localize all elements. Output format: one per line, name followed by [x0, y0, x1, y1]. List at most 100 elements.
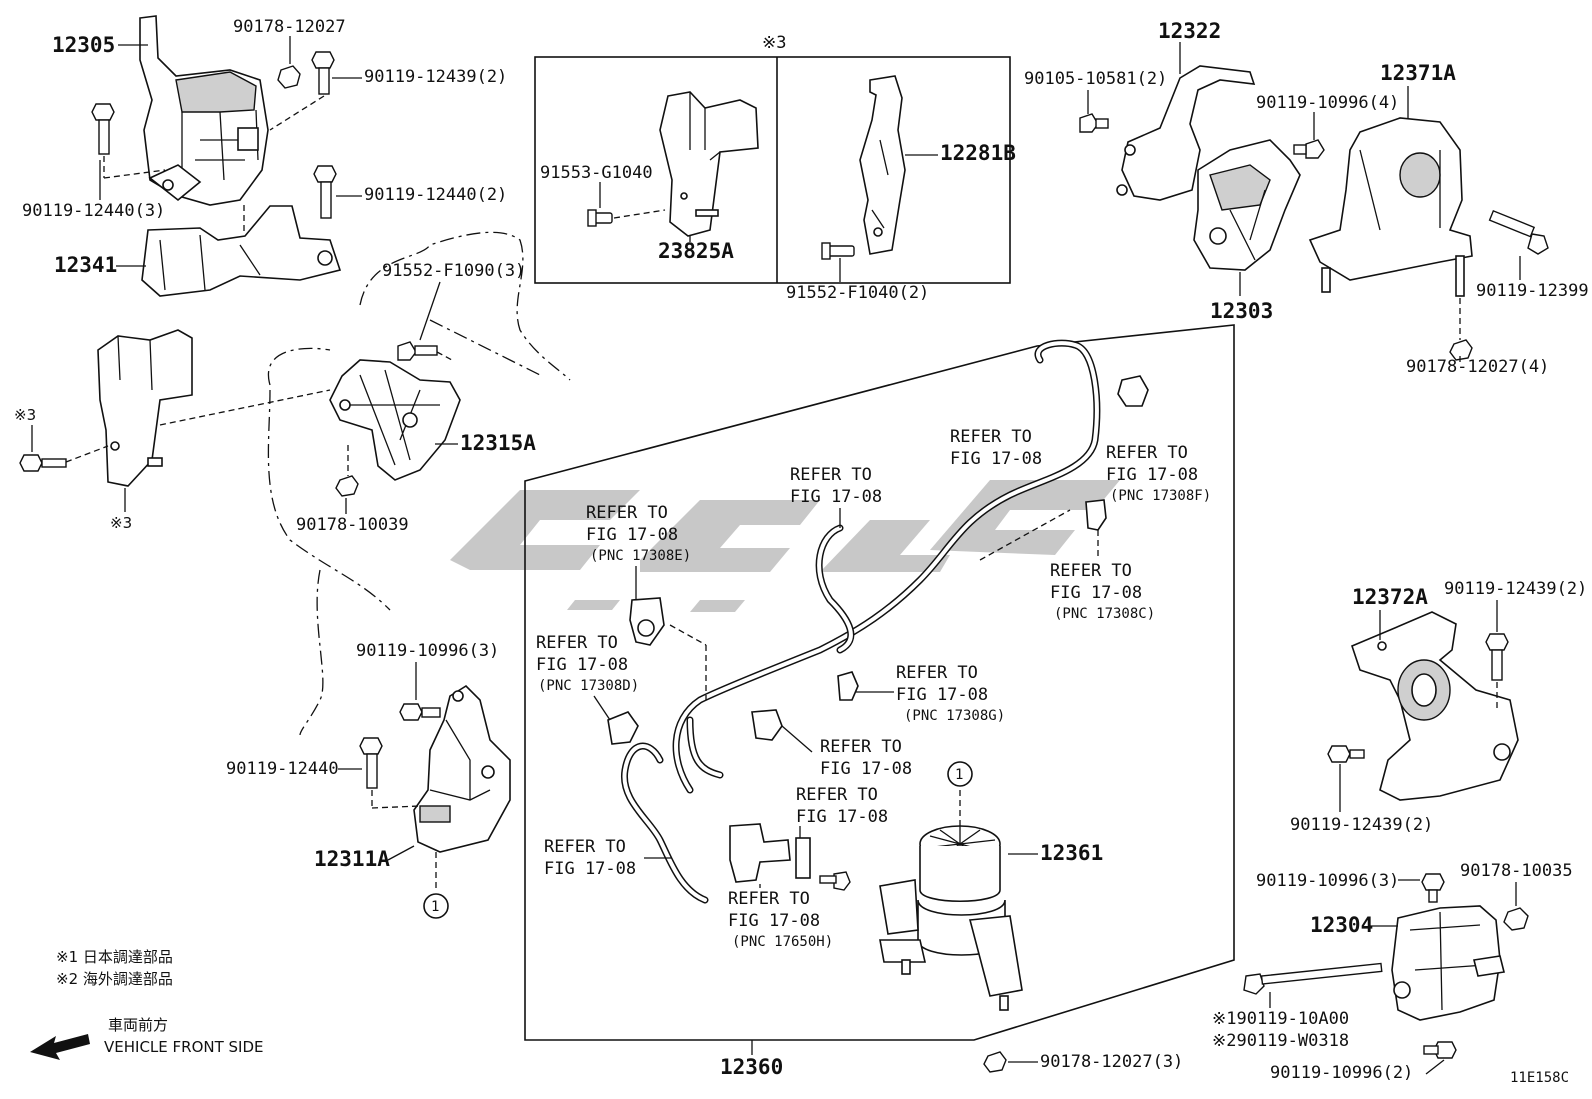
label-12361: 12361 [1040, 841, 1103, 865]
bolt-90119-12440-left[interactable] [359, 737, 383, 789]
svg-text:REFER TO: REFER TO [790, 465, 872, 485]
label-90119-12439-2-top: 90119-12439(2) [364, 67, 507, 87]
assembly-12360-frame [524, 324, 1235, 1041]
label-90119-10996-3-left: 90119-10996(3) [356, 641, 499, 661]
svg-text:(PNC 17308F): (PNC 17308F) [1110, 488, 1211, 504]
bolt-long-190119[interactable] [1243, 962, 1383, 995]
nut-90178-12027-4[interactable] [1449, 339, 1473, 361]
label-note3-left-bottom: ※3 [110, 514, 132, 532]
refer-label-17308d[interactable]: REFER TO FIG 17-08 (PNC 17308D) [536, 633, 639, 694]
part-12361-active-mount[interactable] [879, 825, 1023, 1011]
svg-text:REFER TO: REFER TO [544, 837, 626, 857]
refer-label-hose-left[interactable]: REFER TO FIG 17-08 [544, 837, 636, 879]
nut-90178-10035[interactable] [1503, 907, 1529, 931]
phantom-left-outline [267, 347, 391, 611]
bolt-90119-12440-2[interactable] [313, 165, 337, 219]
svg-text:FIG 17-08: FIG 17-08 [1106, 465, 1198, 485]
clip-17308g[interactable] [837, 671, 859, 701]
bolt-91553-g1040[interactable] [587, 209, 666, 227]
clip-17308c[interactable] [1085, 499, 1107, 531]
diagram-code: 11E158C [1510, 1070, 1569, 1086]
label-190119-10a00: ※190119-10A00 [1212, 1009, 1349, 1029]
label-90178-10039: 90178-10039 [296, 515, 409, 535]
vacuum-hose-assembly[interactable] [621, 339, 1101, 904]
vsv-17650h[interactable] [729, 823, 811, 883]
clip-17308d[interactable] [607, 711, 639, 745]
bolt-note3-left[interactable] [19, 454, 67, 472]
bolt-90119-12439-top[interactable] [311, 51, 335, 95]
label-12303: 12303 [1210, 299, 1273, 323]
label-12304: 12304 [1310, 913, 1373, 937]
svg-text:REFER TO: REFER TO [896, 663, 978, 683]
label-90178-12027-top: 90178-12027 [233, 17, 346, 37]
phantom-engine-outline [359, 231, 571, 381]
svg-text:FIG 17-08: FIG 17-08 [796, 807, 888, 827]
part-12372a-mount[interactable] [1351, 611, 1519, 801]
refer-label-17308e[interactable]: REFER TO FIG 17-08 (PNC 17308E) [586, 503, 691, 564]
refer-label-17308f[interactable]: REFER TO FIG 17-08 (PNC 17308F) [1106, 443, 1211, 504]
label-note3-left: ※3 [14, 406, 36, 424]
bolt-90119-12439-right-bot[interactable] [1327, 745, 1365, 763]
refer-label-hose-right[interactable]: REFER TO FIG 17-08 [950, 427, 1042, 469]
svg-text:(PNC 17308E): (PNC 17308E) [590, 548, 691, 564]
refer-label-17308g[interactable]: REFER TO FIG 17-08 (PNC 17308G) [896, 663, 1005, 724]
nut-90178-12027-3[interactable] [983, 1051, 1007, 1073]
callout-circle-1-center: 1 [947, 761, 973, 787]
bolt-90119-10996-left[interactable] [399, 703, 441, 721]
clip-center-left[interactable] [751, 709, 783, 741]
bolt-90119-10996-3-right[interactable] [1421, 873, 1445, 903]
label-12372a: 12372A [1352, 585, 1428, 609]
nut-90178-10039[interactable] [335, 475, 359, 497]
part-left-bracket-note3[interactable] [97, 329, 193, 487]
svg-text:FIG 17-08: FIG 17-08 [820, 759, 912, 779]
svg-text:REFER TO: REFER TO [728, 889, 810, 909]
label-90119-12439-2-right-bot: 90119-12439(2) [1290, 815, 1433, 835]
part-12315a-bracket[interactable] [329, 359, 461, 481]
label-91552-f1040-2: 91552-F1040(2) [786, 283, 929, 303]
label-12305: 12305 [52, 33, 115, 57]
label-90119-12440-2: 90119-12440(2) [364, 185, 507, 205]
label-90119-12399: 90119-12399 [1476, 281, 1589, 301]
refer-label-17308c[interactable]: REFER TO FIG 17-08 (PNC 17308C) [1050, 561, 1155, 622]
part-12371a-mount[interactable] [1308, 117, 1473, 297]
svg-text:(PNC 17308G): (PNC 17308G) [904, 708, 1005, 724]
svg-text:FIG 17-08: FIG 17-08 [544, 859, 636, 879]
part-12305-mount[interactable] [139, 15, 269, 206]
bolt-90119-10996-4[interactable] [1293, 139, 1325, 159]
part-12304-bracket[interactable] [1391, 905, 1505, 1021]
svg-text:FIG 17-08: FIG 17-08 [728, 911, 820, 931]
bolt-90105-10581[interactable] [1079, 113, 1109, 133]
bolt-91552-f1040[interactable] [821, 242, 855, 260]
legend-note-1: ※1 日本調達部品 [56, 948, 173, 966]
label-90119-12440: 90119-12440 [226, 759, 339, 779]
part-12303-mount[interactable] [1193, 139, 1301, 271]
part-23825a-bracket[interactable] [659, 91, 759, 237]
bolt-90119-10996-2[interactable] [1423, 1041, 1457, 1059]
refer-label-clip-center[interactable]: REFER TO FIG 17-08 [820, 737, 912, 779]
label-90119-12440-3: 90119-12440(3) [22, 201, 165, 221]
bolt-91552-f1090[interactable] [397, 341, 438, 361]
refer-label-bolt-center[interactable]: REFER TO FIG 17-08 [796, 785, 888, 827]
legend-direction-en: VEHICLE FRONT SIDE [104, 1038, 264, 1056]
part-12281b-bracket[interactable] [859, 75, 906, 255]
part-12322-bracket[interactable] [1116, 65, 1256, 201]
part-12341-bracket[interactable] [141, 205, 342, 297]
box-note3-label: ※3 [762, 33, 786, 53]
watermark-logo [450, 480, 1120, 612]
bolt-center-small[interactable] [819, 871, 851, 891]
bolt-90119-12439-right-top[interactable] [1485, 633, 1509, 681]
label-290119-w0318: ※290119-W0318 [1212, 1031, 1349, 1051]
label-12322: 12322 [1158, 19, 1221, 43]
label-90105-10581-2: 90105-10581(2) [1024, 69, 1167, 89]
nut-90178-12027-top[interactable] [277, 65, 301, 89]
svg-text:FIG 17-08: FIG 17-08 [586, 525, 678, 545]
clip-17308e[interactable] [629, 597, 665, 646]
clip-17308f[interactable] [1117, 375, 1149, 407]
bolt-90119-12399[interactable] [1488, 209, 1549, 255]
refer-label-hose-top[interactable]: REFER TO FIG 17-08 [790, 465, 882, 507]
bolt-90119-12440-3[interactable] [91, 103, 115, 155]
refer-label-17650h[interactable]: REFER TO FIG 17-08 (PNC 17650H) [728, 889, 833, 950]
part-12311a-bracket[interactable] [413, 684, 511, 853]
svg-text:FIG 17-08: FIG 17-08 [950, 449, 1042, 469]
